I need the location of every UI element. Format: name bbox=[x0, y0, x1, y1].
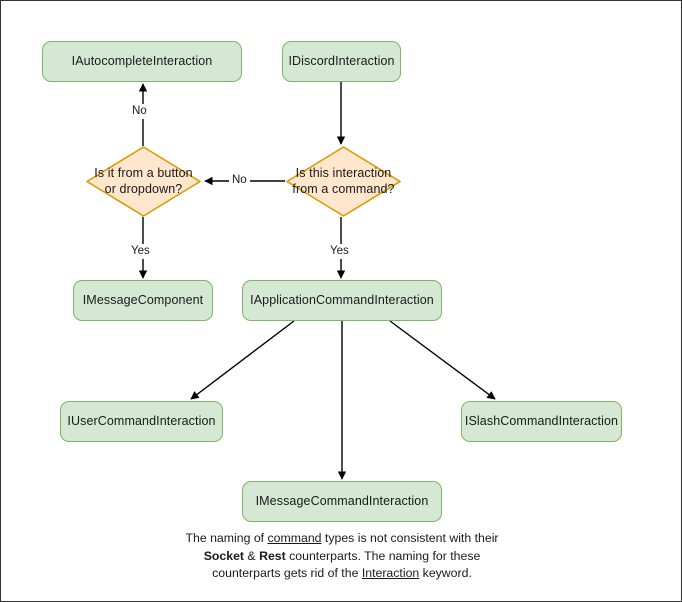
node-label: IAutocompleteInteraction bbox=[71, 54, 213, 68]
caption-text: & bbox=[244, 548, 260, 563]
edge-appcommand-to-usercommand bbox=[190, 320, 295, 400]
caption-text: counterparts. The naming for these bbox=[285, 548, 481, 563]
edge-appcommand-to-slashcommand bbox=[389, 320, 496, 400]
decision-label: Is it from a button or dropdown? bbox=[94, 166, 193, 196]
edge-label-no-autocomplete: No bbox=[129, 104, 150, 119]
node-label: IUserCommandInteraction bbox=[67, 414, 216, 428]
node-label: ISlashCommandInteraction bbox=[464, 414, 619, 428]
diamond-shape bbox=[86, 146, 201, 217]
node-message-component[interactable]: IMessageComponent bbox=[73, 280, 213, 321]
caption-line-1: The naming of command types is not consi… bbox=[122, 530, 562, 548]
node-user-command-interaction[interactable]: IUserCommandInteraction bbox=[60, 401, 223, 442]
node-label: IApplicationCommandInteraction bbox=[250, 293, 434, 307]
caption-keyword-interaction: Interaction bbox=[361, 566, 420, 580]
caption-text: The naming of bbox=[185, 531, 268, 545]
caption-text: types is not consistent with their bbox=[321, 531, 499, 545]
caption-text: counterparts gets rid of the bbox=[212, 566, 362, 580]
node-discord-interaction[interactable]: IDiscordInteraction bbox=[282, 41, 401, 82]
decision-is-this-interaction-from-a-command[interactable]: Is this interaction from a command? bbox=[286, 146, 401, 217]
node-label: IMessageCommandInteraction bbox=[255, 494, 429, 508]
node-label: IMessageComponent bbox=[82, 293, 204, 307]
node-label: IDiscordInteraction bbox=[288, 54, 395, 68]
decision-is-it-from-button-or-dropdown[interactable]: Is it from a button or dropdown? bbox=[86, 146, 201, 217]
edge-label-no-between-decisions: No bbox=[229, 173, 250, 188]
caption-keyword-socket: Socket bbox=[203, 548, 245, 563]
caption-text: keyword. bbox=[419, 566, 472, 580]
caption-line-3: counterparts gets rid of the Interaction… bbox=[122, 565, 562, 583]
node-message-command-interaction[interactable]: IMessageCommandInteraction bbox=[242, 481, 442, 522]
caption-line-2: Socket & Rest counterparts. The naming f… bbox=[122, 548, 562, 566]
caption-keyword-command: command bbox=[267, 531, 322, 545]
edge-label-yes-messagecomponent: Yes bbox=[128, 244, 153, 259]
node-application-command-interaction[interactable]: IApplicationCommandInteraction bbox=[242, 280, 442, 321]
caption-keyword-rest: Rest bbox=[259, 548, 286, 563]
node-autocomplete-interaction[interactable]: IAutocompleteInteraction bbox=[42, 41, 242, 82]
decision-label: Is this interaction from a command? bbox=[292, 166, 395, 196]
diagram-caption: The naming of command types is not consi… bbox=[122, 530, 562, 583]
edge-label-yes-appcommand: Yes bbox=[327, 244, 352, 259]
node-slash-command-interaction[interactable]: ISlashCommandInteraction bbox=[461, 401, 622, 442]
diamond-shape bbox=[286, 146, 401, 217]
